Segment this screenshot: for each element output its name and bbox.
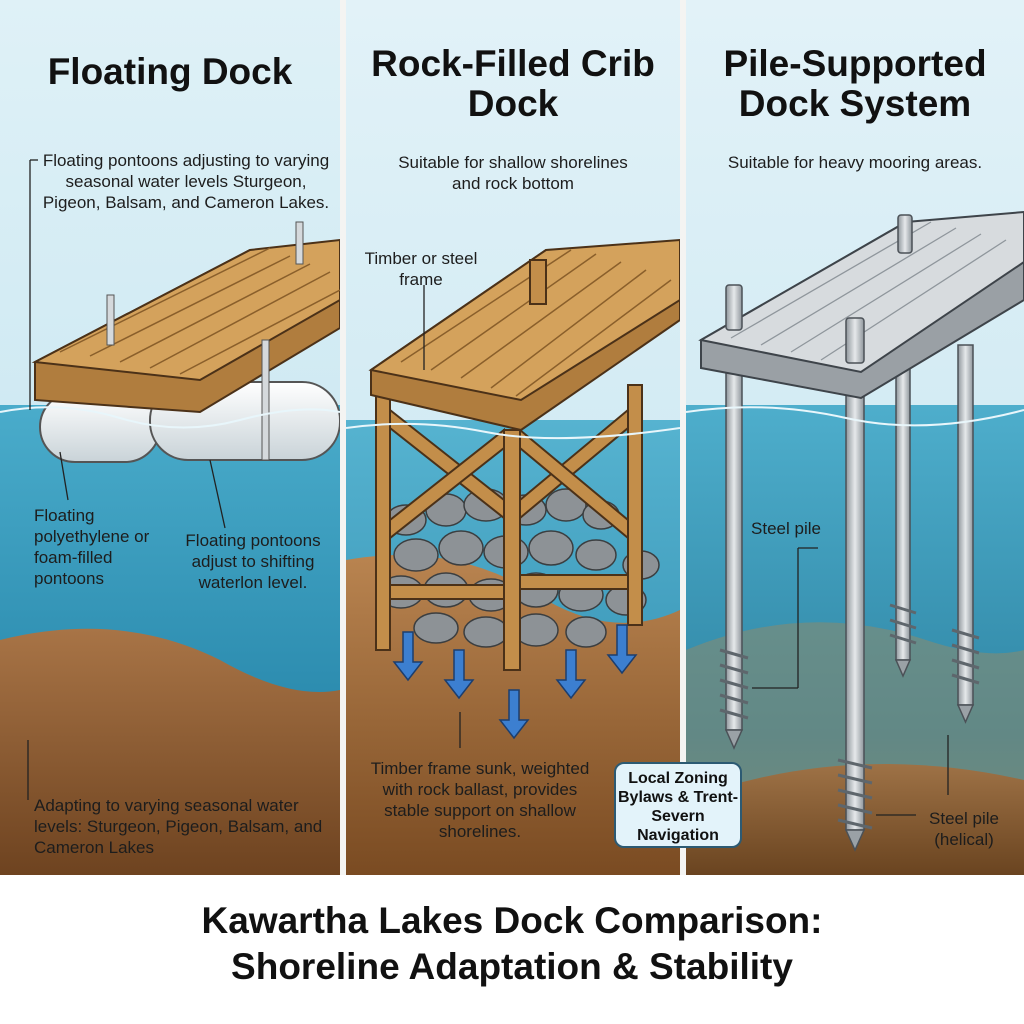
footer-line-2: Shoreline Adaptation & Stability: [231, 946, 793, 987]
panel-divider: [680, 0, 686, 875]
pile-dock-panel: Pile-Supported Dock System Suitable for …: [686, 0, 1024, 875]
deck: [368, 238, 680, 402]
floating-dock-illustration: [0, 0, 340, 875]
ballast-note: Timber frame sunk, weighted with rock ba…: [370, 759, 590, 841]
panel-title: Rock-Filled Crib Dock: [371, 43, 655, 124]
pontoons-note: Floating pontoons adjusting to varying s…: [42, 151, 330, 212]
crib-dock-panel: Rock-Filled Crib Dock Suitable for shall…: [346, 0, 680, 875]
crib-dock-illustration: [346, 0, 680, 875]
page-title: Kawartha Lakes Dock Comparison: Shorelin…: [0, 898, 1024, 990]
helix-flights: [719, 603, 980, 830]
settlement-arrows: [392, 624, 638, 740]
seasonal-note: Adapting to varying seasonal water level…: [34, 796, 323, 857]
panel-title: Pile-Supported Dock System: [723, 43, 987, 124]
zoning-badge: Local Zoning Bylaws & Trent-Severn Navig…: [614, 762, 742, 848]
lake-bottom: [0, 628, 340, 875]
steel-pile-label: Steel pile: [751, 519, 821, 538]
frame-label: Timber or steel frame: [364, 249, 478, 289]
pile-dock-illustration: [686, 0, 1024, 875]
steel-piles: [724, 339, 975, 852]
suitability-note: Suitable for heavy mooring areas.: [727, 153, 983, 172]
helical-pile-label: Steel pile (helical): [929, 809, 999, 849]
pontoon-adjust-label: Floating pontoons adjust to shifting wat…: [185, 531, 321, 592]
pontoon-material-label: Floating polyethylene or foam-filled pon…: [34, 506, 150, 588]
suitability-note: Suitable for shallow shorelines and rock…: [398, 153, 628, 193]
footer-line-1: Kawartha Lakes Dock Comparison:: [201, 900, 823, 941]
floating-dock-panel: Floating Dock Floating pontoons adjustin…: [0, 0, 340, 875]
panel-title: Floating Dock: [47, 51, 293, 92]
panel-divider: [340, 0, 346, 875]
